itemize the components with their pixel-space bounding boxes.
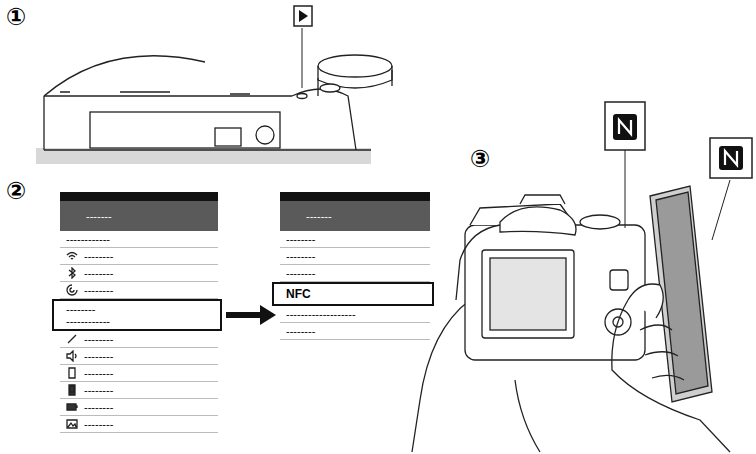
menu-item-text: -------- bbox=[60, 365, 218, 382]
menu-text: -------- bbox=[286, 265, 315, 282]
settings-screen: ----------------------------------------… bbox=[60, 192, 218, 433]
menu-item-text: ------------ bbox=[66, 315, 220, 327]
menu-text: -------- bbox=[84, 416, 113, 433]
menu-text: -------- bbox=[84, 365, 113, 382]
settings-screen: -------------------------------NFC------… bbox=[280, 192, 430, 340]
menu-text: -------- bbox=[84, 348, 113, 365]
menu-icon bbox=[66, 367, 78, 379]
menu-text: ------------------- bbox=[286, 306, 356, 323]
flow-arrow bbox=[226, 305, 276, 325]
highlighted-menu-item: NFC bbox=[272, 282, 434, 306]
menu-text: ------- bbox=[306, 208, 332, 225]
menu-text: -------- bbox=[84, 331, 113, 348]
menu-item-text: -------- bbox=[280, 231, 430, 248]
menu-icon bbox=[66, 284, 78, 296]
menu-text: ------- bbox=[86, 208, 112, 225]
menu-item-text: -------- bbox=[66, 303, 220, 315]
menu-text: -------- bbox=[84, 248, 113, 265]
menu-item-text: NFC bbox=[286, 286, 432, 302]
highlighted-menu-item: -------------------- bbox=[52, 299, 222, 331]
menu-item-text: -------- bbox=[280, 323, 430, 340]
menu-item-text: -------- bbox=[60, 416, 218, 433]
menu-text: -------- bbox=[84, 265, 113, 282]
menu-item-text: -------- bbox=[60, 248, 218, 265]
menu-text: -------- bbox=[84, 382, 113, 399]
screen-header-text: ------- bbox=[60, 201, 218, 231]
nfc-touch-illustration bbox=[412, 102, 752, 452]
menu-item-text: -------- bbox=[60, 382, 218, 399]
menu-item-text: ------------ bbox=[60, 231, 218, 248]
menu-item-text: -------- bbox=[280, 265, 430, 282]
callout-number: ① bbox=[6, 4, 26, 30]
menu-icon bbox=[66, 401, 78, 413]
menu-item-text: -------- bbox=[60, 331, 218, 348]
menu-item-text: ------------------- bbox=[280, 306, 430, 323]
menu-item-text: -------- bbox=[60, 265, 218, 282]
menu-item-text: -------- bbox=[280, 248, 430, 265]
menu-icon bbox=[66, 350, 78, 362]
callout-number: ③ bbox=[470, 146, 490, 172]
menu-icon bbox=[66, 333, 78, 345]
menu-text: -------- bbox=[84, 282, 113, 299]
menu-text: -------- bbox=[84, 399, 113, 416]
menu-item-text: -------- bbox=[60, 348, 218, 365]
screen-header-text: ------- bbox=[280, 201, 430, 231]
menu-icon bbox=[66, 384, 78, 396]
menu-item-text: -------- bbox=[60, 282, 218, 299]
camera-top-illustration bbox=[36, 6, 392, 164]
callout-number: ② bbox=[6, 178, 26, 204]
menu-text: -------- bbox=[286, 231, 315, 248]
menu-icon bbox=[66, 418, 78, 430]
menu-text: -------- bbox=[286, 248, 315, 265]
menu-text: ------------ bbox=[66, 231, 110, 248]
menu-icon bbox=[66, 250, 78, 262]
menu-icon bbox=[66, 267, 78, 279]
menu-text: -------- bbox=[286, 323, 315, 340]
menu-item-text: -------- bbox=[60, 399, 218, 416]
